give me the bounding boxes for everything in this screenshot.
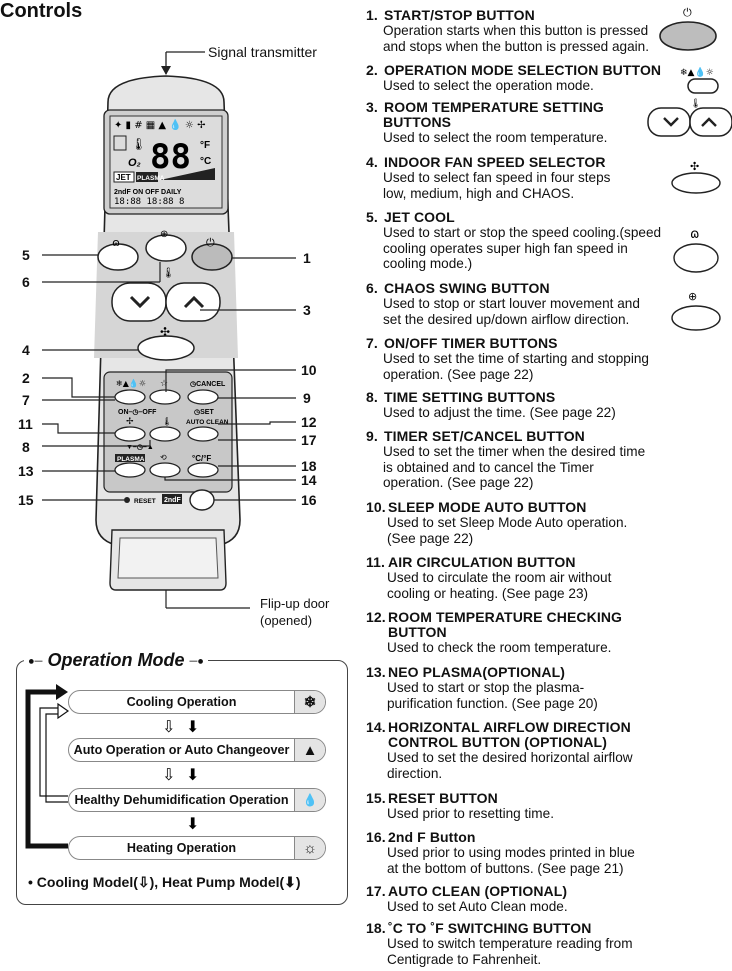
callout-number: 7 [22, 392, 30, 408]
list-item: 7.ON/OFF TIMER BUTTONS Used to set the t… [366, 335, 649, 382]
list-item: 15.RESET BUTTON Used prior to resetting … [366, 790, 554, 822]
svg-text:PLASMA: PLASMA [137, 175, 165, 182]
svg-text:✦ ▮ # ▦ ▲ 💧 ☼ ✢: ✦ ▮ # ▦ ▲ 💧 ☼ ✢ [114, 118, 205, 131]
svg-text:2ndF ON OFF DAILY: 2ndF ON OFF DAILY [114, 189, 182, 196]
chevron-up-icon [701, 117, 717, 127]
list-item: 4.INDOOR FAN SPEED SELECTOR Used to sele… [366, 154, 611, 201]
operation-mode-footer: • Cooling Model(⇩), Heat Pump Model(⬇) [28, 874, 301, 890]
callout-number: 6 [22, 274, 30, 290]
list-item: 8.TIME SETTING BUTTONS Used to adjust th… [366, 389, 616, 421]
svg-text:⬇: ⬇ [186, 814, 199, 833]
svg-text:🌡: 🌡 [131, 137, 146, 151]
svg-text:PLASMA: PLASMA [117, 456, 145, 463]
svg-text:🌡: 🌡 [162, 417, 172, 426]
power-icon: ⏻ [683, 6, 692, 19]
list-item: 16.2nd F Button Used prior to using mode… [366, 829, 635, 876]
fan-icon: ✣ [690, 160, 699, 173]
svg-text:▼–◷–▲: ▼–◷–▲ [126, 444, 154, 451]
svg-text:🌡: 🌡 [162, 267, 175, 279]
svg-text:AUTO CLEAN: AUTO CLEAN [186, 419, 229, 426]
droplet-icon: 💧 [294, 789, 325, 811]
list-item: 10.SLEEP MODE AUTO BUTTON Used to set Sl… [366, 499, 628, 546]
mode-heating: Heating Operation ☼ [68, 836, 326, 860]
page-title: Controls [0, 0, 83, 22]
svg-text:⏻: ⏻ [206, 236, 215, 249]
svg-text:✣: ✣ [160, 325, 170, 339]
callout-number: 13 [18, 463, 34, 479]
svg-text:18:88 18:88 8: 18:88 18:88 8 [114, 197, 184, 207]
svg-text:⇩: ⇩ [162, 717, 175, 736]
chevron-down-icon [663, 117, 679, 127]
flip-door-label: Flip-up door [260, 596, 330, 611]
callout-number: 14 [301, 472, 317, 488]
svg-text:◷CANCEL: ◷CANCEL [190, 381, 226, 388]
mode-cooling: Cooling Operation ❄ [68, 690, 326, 714]
callout-number: 17 [301, 432, 317, 448]
list-item: 18.˚C TO ˚F SWITCHING BUTTON Used to swi… [366, 920, 633, 967]
callout-number: 5 [22, 247, 30, 263]
snowflake-icon: ❄ [294, 691, 325, 713]
svg-text:°C: °C [200, 156, 211, 167]
callout-number: 3 [303, 302, 311, 318]
callout-number: 15 [18, 492, 34, 508]
callout-number: 9 [303, 390, 311, 406]
auto-mode-icon: ▲ [294, 739, 325, 761]
callout-number: 12 [301, 414, 317, 430]
remote-illustration: ✦ ▮ # ▦ ▲ 💧 ☼ ✢ 88 °F °C 🌡 O₂ JET PLASMA… [42, 51, 296, 609]
svg-text:✢: ✢ [126, 417, 134, 427]
list-item: 5.JET COOL Used to start or stop the spe… [366, 209, 662, 272]
callout-number: 8 [22, 439, 30, 455]
svg-text:RESET: RESET [134, 498, 156, 505]
jet-cool-icon: ɷ [690, 227, 699, 242]
svg-text:⟲: ⟲ [160, 453, 167, 462]
thermometer-icon: 🌡 [690, 98, 701, 109]
callout-number: 4 [22, 342, 30, 358]
callout-number: 2 [22, 370, 30, 386]
button-icon-column: ⏻ ❄▲💧☼ 🌡 ✣ ɷ ⊕ [647, 6, 732, 331]
callout-number: 11 [18, 416, 33, 432]
callout-number: 1 [303, 250, 311, 266]
callout-number: 10 [301, 362, 317, 378]
list-item: 2.OPERATION MODE SELECTION BUTTON Used t… [366, 62, 662, 94]
mode-flow-arrows: ⇩ ⬇ ⇩ ⬇ ⬇ [25, 684, 199, 849]
list-item: 6.CHAOS SWING BUTTON Used to stop or sta… [366, 280, 640, 327]
svg-text:°F: °F [200, 140, 210, 151]
svg-text:°C/°F: °C/°F [192, 454, 211, 463]
svg-text:◷SET: ◷SET [194, 409, 214, 416]
display-temperature: 88 [150, 137, 191, 177]
operation-mode-title: ●─ Operation Mode ─● [24, 650, 208, 671]
svg-text:O₂: O₂ [128, 157, 141, 169]
svg-text:❄▲💧☼: ❄▲💧☼ [116, 378, 146, 388]
list-item: 1.START/STOP BUTTON Operation starts whe… [366, 7, 650, 54]
svg-text:ON–◷–OFF: ON–◷–OFF [118, 409, 157, 416]
callout-number: 16 [301, 492, 317, 508]
list-item: 9.TIMER SET/CANCEL BUTTON Used to set th… [366, 428, 646, 491]
list-item: 13.NEO PLASMA(OPTIONAL) Used to start or… [366, 664, 598, 711]
svg-text:⇩: ⇩ [162, 765, 175, 784]
signal-transmitter-label: Signal transmitter [208, 44, 317, 60]
svg-text:JET: JET [116, 173, 131, 182]
svg-text:⊕: ⊕ [160, 229, 168, 240]
svg-text:2ndF: 2ndF [164, 497, 181, 504]
svg-text:⬇: ⬇ [186, 765, 199, 784]
callout-number: 18 [301, 458, 317, 474]
list-item: 17.AUTO CLEAN (OPTIONAL) Used to set Aut… [366, 883, 568, 915]
mode-icons: ❄▲💧☼ [680, 66, 714, 78]
svg-text:ɷ: ɷ [112, 236, 120, 249]
svg-text:☆: ☆ [160, 379, 168, 389]
flip-door-state-label: (opened) [260, 613, 313, 628]
svg-text:⬇: ⬇ [186, 717, 199, 736]
list-item: 11.AIR CIRCULATION BUTTON Used to circul… [366, 554, 612, 601]
sun-icon: ☼ [294, 837, 325, 859]
swing-icon: ⊕ [688, 290, 697, 303]
mode-auto: Auto Operation or Auto Changeover ▲ [68, 738, 326, 762]
mode-dehumidification: Healthy Dehumidification Operation 💧 [68, 788, 326, 812]
